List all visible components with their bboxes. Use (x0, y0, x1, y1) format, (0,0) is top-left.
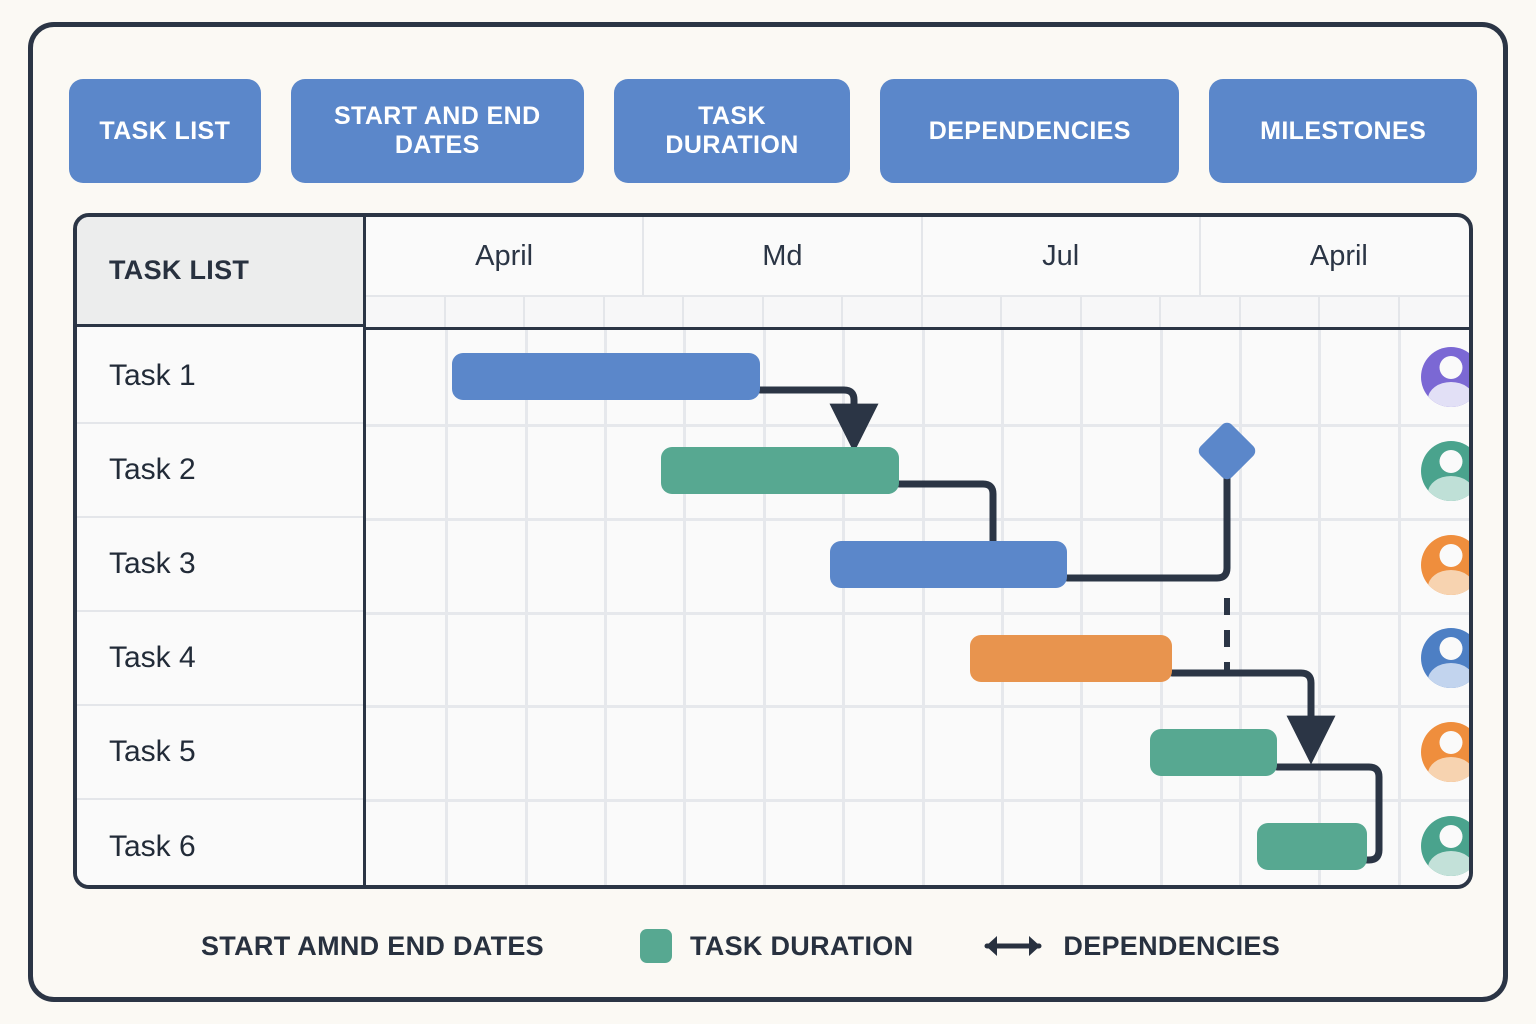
timeline-subcolumn (843, 297, 923, 327)
gantt-bar[interactable] (1257, 823, 1367, 870)
vertical-gridline (1239, 330, 1242, 885)
legend-duration-swatch (640, 929, 672, 963)
timeline-subcolumn (1161, 297, 1241, 327)
gantt-chart-area (366, 330, 1469, 885)
gantt-bar[interactable] (1150, 729, 1277, 776)
timeline-subcolumn (446, 297, 525, 327)
timeline-subcolumn (1400, 297, 1470, 327)
vertical-gridline (763, 330, 766, 885)
avatar[interactable] (1421, 628, 1469, 688)
legend-start-end-dates-label: START AMND END DATES (201, 930, 544, 961)
avatar[interactable] (1421, 347, 1469, 407)
task-row[interactable]: Task 1 (77, 330, 363, 424)
task-list-column-header: TASK LIST (77, 217, 363, 327)
avatar[interactable] (1421, 816, 1469, 876)
chip-start-and-end-dates[interactable]: START AND END DATES (290, 79, 584, 183)
timeline-subcolumn (1002, 297, 1082, 327)
avatar-body-icon (1428, 851, 1469, 876)
timeline-subcolumn (366, 297, 446, 327)
avatar[interactable] (1421, 535, 1469, 595)
chip-dependencies[interactable]: DEPENDENCIES (880, 79, 1180, 183)
avatar-head-icon (1439, 637, 1463, 660)
gantt-bar[interactable] (661, 447, 899, 494)
month-label-3: Jul (923, 217, 1201, 295)
horizontal-gridline (366, 799, 1469, 802)
task-column-divider (363, 217, 366, 885)
task-row[interactable]: Task 5 (77, 706, 363, 800)
horizontal-gridline (366, 705, 1469, 708)
vertical-gridline (445, 330, 448, 885)
gantt-bar[interactable] (452, 353, 760, 400)
gantt-table: TASK LIST April Md Jul April Task 1 Task… (73, 213, 1473, 889)
horizontal-gridline (366, 612, 1469, 615)
vertical-gridline (1001, 330, 1004, 885)
avatar-body-icon (1428, 757, 1469, 782)
timeline-subdivision-header (366, 295, 1470, 327)
avatar-head-icon (1439, 450, 1463, 473)
timeline-subcolumn (684, 297, 764, 327)
chip-task-duration[interactable]: TASK DURATION (613, 79, 851, 183)
legend-dependencies: DEPENDENCIES (983, 931, 1280, 962)
task-row[interactable]: Task 6 (77, 800, 363, 885)
timeline-subcolumn (1241, 297, 1320, 327)
timeline-subcolumn (923, 297, 1002, 327)
vertical-gridline (1318, 330, 1321, 885)
vertical-gridline (922, 330, 925, 885)
avatar-head-icon (1439, 544, 1463, 567)
month-label-1: April (366, 217, 645, 295)
gantt-chart-window: TASK LIST START AND END DATES TASK DURAT… (28, 22, 1508, 1002)
vertical-gridline (1398, 330, 1401, 885)
timeline-subcolumn (605, 297, 684, 327)
vertical-gridline (683, 330, 686, 885)
task-row[interactable]: Task 4 (77, 612, 363, 706)
avatar-head-icon (1439, 825, 1463, 848)
timeline-subcolumn (1082, 297, 1161, 327)
dependency-task3-milestone (1063, 461, 1231, 582)
double-arrow-icon (983, 931, 1043, 961)
vertical-gridline (604, 330, 607, 885)
dependency-task1-task2 (756, 386, 879, 453)
task-row[interactable]: Task 2 (77, 424, 363, 518)
legend-task-duration: TASK DURATION (640, 929, 913, 963)
dependency-connectors (756, 386, 1383, 864)
month-label-2: Md (644, 217, 923, 295)
horizontal-gridline (366, 518, 1469, 521)
timeline-month-header: April Md Jul April (366, 217, 1469, 295)
timeline-subcolumn (764, 297, 843, 327)
category-chip-row: TASK LIST START AND END DATES TASK DURAT… (69, 79, 1477, 183)
chip-task-list[interactable]: TASK LIST (69, 79, 261, 183)
task-row[interactable]: Task 3 (77, 518, 363, 612)
gantt-bar[interactable] (830, 541, 1067, 588)
gantt-bar[interactable] (970, 635, 1172, 682)
month-label-4: April (1309, 239, 1368, 272)
avatar-body-icon (1428, 570, 1469, 595)
chip-milestones[interactable]: MILESTONES (1209, 79, 1477, 183)
avatar-head-icon (1439, 731, 1463, 754)
avatar-body-icon (1428, 476, 1469, 501)
avatar-body-icon (1428, 663, 1469, 688)
legend-task-duration-label: TASK DURATION (690, 930, 914, 961)
header-divider (363, 327, 1469, 330)
timeline-subcolumn (525, 297, 605, 327)
vertical-gridline (842, 330, 845, 885)
horizontal-gridline (366, 424, 1469, 427)
chart-legend: START AMND END DATES TASK DURATION DEPEN… (73, 911, 1473, 981)
avatar-head-icon (1439, 356, 1463, 379)
task-list-rows: Task 1 Task 2 Task 3 Task 4 Task 5 Task … (77, 330, 363, 885)
avatar[interactable] (1421, 722, 1469, 782)
vertical-gridline (1160, 330, 1163, 885)
avatar[interactable] (1421, 441, 1469, 501)
legend-dependencies-label: DEPENDENCIES (1063, 930, 1281, 961)
vertical-gridline (525, 330, 528, 885)
avatar-body-icon (1428, 382, 1469, 407)
vertical-gridline (1080, 330, 1083, 885)
legend-start-end-dates: START AMND END DATES (201, 931, 544, 962)
timeline-subcolumn (1320, 297, 1400, 327)
milestone-diamond[interactable] (1195, 419, 1259, 483)
